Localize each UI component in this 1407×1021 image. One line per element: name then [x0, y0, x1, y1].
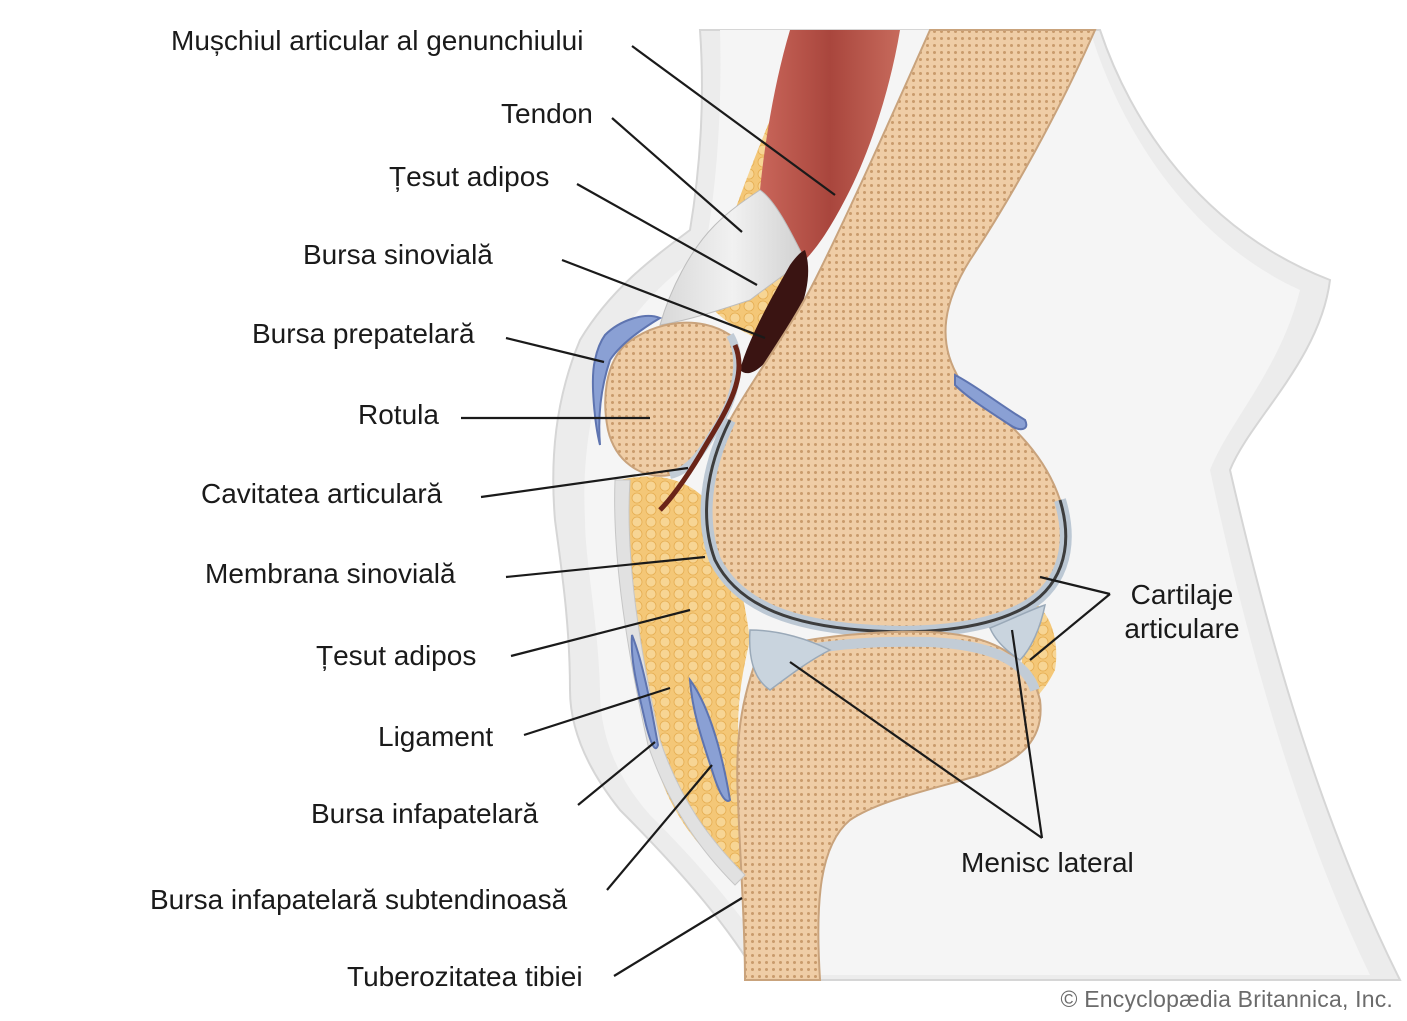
label-bursa-infapatelara-subtendinoasa: Bursa infapatelară subtendinoasă [150, 884, 568, 915]
infrapatellar-bursa-shape [630, 634, 660, 750]
label-bursa-sinoviala: Bursa sinovială [303, 239, 493, 270]
articular-cavity [658, 344, 742, 512]
label-tendon: Tendon [501, 98, 593, 129]
label-membrana-sinoviala: Membrana sinovială [205, 558, 456, 589]
label-cavitatea-articulara: Cavitatea articulară [201, 478, 443, 509]
label-bursa-infapatelara: Bursa infapatelară [311, 798, 539, 829]
label-cartilaje-line2: articulare [1124, 613, 1240, 644]
label-tesut-adipos-upper: Țesut adipos [389, 161, 550, 192]
label-cartilaje-line1: Cartilaje [1130, 579, 1234, 610]
leader-cavitatea [480, 466, 689, 499]
leader-menisc-a [789, 661, 1043, 839]
leader-ligament [523, 686, 671, 737]
leader-bursa-sinoviala [561, 258, 766, 340]
label-bursa-prepatelara: Bursa prepatelară [252, 318, 475, 349]
leader-tesut-2 [510, 608, 691, 658]
subtendinous-bursa-shape [688, 676, 732, 802]
leader-subtendinoasa [606, 764, 713, 891]
label-rotula: Rotula [358, 399, 439, 430]
leader-cartilaje-b [1029, 593, 1111, 661]
label-menisc-lateral: Menisc lateral [961, 847, 1134, 878]
leader-muschiul [631, 45, 836, 196]
label-cartilaje-articulare: Cartilaje articulare [1112, 578, 1252, 646]
label-tesut-adipos-lower: Țesut adipos [316, 640, 477, 671]
leader-menisc-b [1010, 629, 1044, 839]
leader-tesut-1 [576, 183, 758, 286]
leader-lines [461, 45, 1111, 977]
leader-tuberozitatea [613, 897, 743, 977]
label-ligament: Ligament [378, 721, 494, 752]
leader-prepatelara [505, 336, 605, 364]
leader-tendon [611, 117, 743, 233]
leader-membrana [505, 555, 706, 579]
tibia-shape [736, 630, 1042, 981]
copyright-credit: © Encyclopædia Britannica, Inc. [1060, 986, 1393, 1012]
leader-cartilaje-a [1039, 575, 1111, 596]
label-tuberozitatea-tibiei: Tuberozitatea tibiei [347, 961, 583, 992]
lateral-meniscus [748, 629, 832, 691]
posterior-bursa-shape [954, 373, 1028, 431]
quadriceps-muscle [760, 30, 900, 260]
label-muschiul-articular: Mușchiul articular al genunchiului [171, 25, 584, 56]
synovial-bursa-shape [740, 250, 809, 374]
leader-bursa-infapatelara [577, 741, 656, 806]
